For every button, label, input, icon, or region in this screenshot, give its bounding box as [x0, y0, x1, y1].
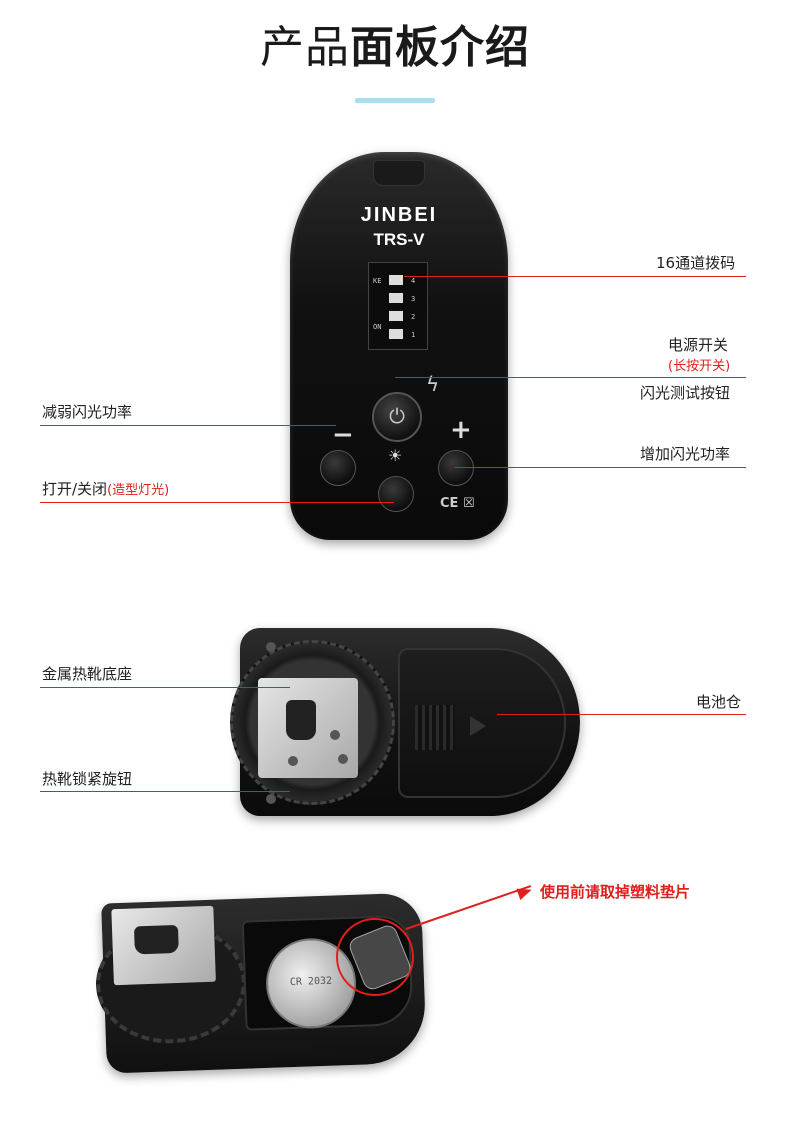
dip-num-2: 2 — [411, 313, 416, 321]
label-increase-power: 增加闪光功率 — [640, 445, 731, 463]
hotshoe-contact — [286, 700, 316, 740]
ce-mark: CE ☒ — [440, 496, 475, 511]
page-title-light: 产品 — [260, 22, 350, 73]
dip-switch-2[interactable] — [389, 311, 403, 321]
hotshoe-contact — [133, 924, 179, 955]
label-flash-test: 闪光测试按钮 — [640, 384, 731, 402]
highlight-circle — [336, 918, 414, 996]
increase-power-button[interactable] — [438, 450, 474, 486]
label-power-switch-note: (长按开关) — [668, 359, 731, 374]
pointer-line — [40, 502, 394, 503]
power-test-button[interactable]: ⏻ — [372, 392, 422, 442]
minus-icon: − — [332, 420, 354, 450]
trigger-bottom-view — [230, 628, 580, 816]
battery-door[interactable] — [398, 648, 566, 798]
screw-icon — [288, 756, 298, 766]
label-power-switch: 电源开关 — [668, 336, 729, 354]
screw-icon — [338, 754, 348, 764]
dip-switch-3[interactable] — [389, 293, 403, 303]
flash-bolt-icon: ϟ — [426, 372, 440, 396]
slide-arrow-icon — [470, 716, 486, 736]
screw-icon — [266, 794, 276, 804]
label-hotshoe-base: 金属热靴底座 — [42, 665, 133, 683]
title-underline — [355, 98, 435, 103]
pointer-line — [455, 467, 746, 468]
label-remove-film-warning: 使用前请取掉塑料垫片 — [540, 883, 691, 901]
pointer-line — [40, 425, 336, 426]
metal-hotshoe-plate — [111, 905, 216, 986]
dip-num-4: 4 — [411, 277, 416, 285]
warning-arrow-line — [405, 885, 532, 930]
grip-ridges — [415, 705, 455, 750]
modeling-light-button[interactable] — [378, 476, 414, 512]
pointer-line — [40, 791, 290, 792]
label-channel-dip: 16通道拨码 — [656, 254, 736, 272]
decrease-power-button[interactable] — [320, 450, 356, 486]
dip-switch-1[interactable] — [389, 329, 403, 339]
label-battery-compartment: 电池仓 — [696, 693, 742, 711]
label-modeling-light-note: (造型灯光) — [107, 483, 170, 498]
pointer-line — [404, 276, 746, 277]
power-icon: ⏻ — [389, 404, 405, 428]
metal-hotshoe-plate — [258, 678, 358, 778]
screw-icon — [330, 730, 340, 740]
dip-ke-label: KE — [373, 277, 382, 285]
label-hotshoe-knob: 热靴锁紧旋钮 — [42, 770, 133, 788]
pointer-line — [497, 714, 746, 715]
page-title: 产品面板介绍 — [0, 22, 790, 74]
dip-num-3: 3 — [411, 295, 416, 303]
hotshoe-notch — [373, 160, 425, 186]
label-modeling-light: 打开/关闭(造型灯光) — [42, 479, 169, 501]
trigger-front-panel: JINBEI TRS-V ON KE 4 3 2 1 ϟ ⏻ − + ☀ CE … — [290, 152, 508, 540]
model-name: TRS-V — [373, 230, 425, 249]
pointer-line — [395, 377, 746, 378]
label-decrease-power: 减弱闪光功率 — [42, 403, 133, 421]
page-title-bold: 面板介绍 — [350, 22, 530, 73]
screw-icon — [266, 642, 276, 652]
label-modeling-light-text: 打开/关闭 — [42, 480, 108, 498]
dip-switch-4[interactable] — [389, 275, 403, 285]
dip-on-label: ON — [373, 323, 382, 331]
pointer-line — [40, 687, 290, 688]
plus-icon: + — [450, 415, 472, 445]
dip-num-1: 1 — [411, 331, 416, 339]
brand-logo: JINBEI — [360, 204, 438, 226]
bulb-icon: ☀ — [388, 446, 403, 465]
